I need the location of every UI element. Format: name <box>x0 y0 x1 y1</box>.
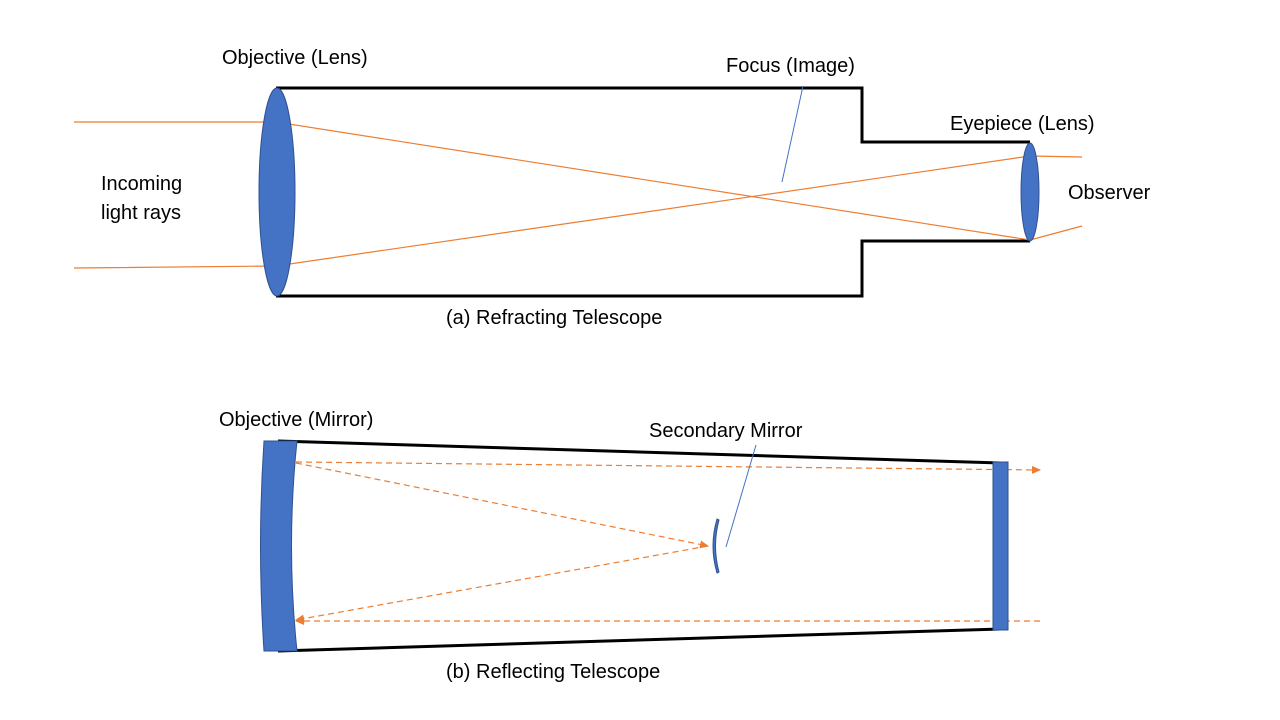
secondary-mirror-pointer-line <box>725 444 757 548</box>
reflecting-telescope-caption: (b) Reflecting Telescope <box>446 661 660 683</box>
objective-lens <box>258 87 296 297</box>
reflector-ray-from-secondary <box>295 545 709 623</box>
reflecting-telescope: Objective (Mirror) Secondary Mirror (b) … <box>219 409 1041 683</box>
refracting-telescope: Objective (Lens) Focus (Image) Eyepiece … <box>73 47 1151 329</box>
objective-mirror <box>260 440 298 652</box>
refractor-ray-lower <box>73 155 1083 269</box>
refractor-tube-outline <box>276 86 1030 298</box>
focus-image-label: Focus (Image) <box>726 55 855 77</box>
eyepiece-lens <box>1020 142 1040 242</box>
front-corrector-plate <box>992 461 1009 631</box>
refracting-telescope-caption: (a) Refracting Telescope <box>446 307 662 329</box>
reflector-ray-to-secondary <box>295 462 709 549</box>
reflector-tube-top <box>277 439 1002 465</box>
objective-lens-label: Objective (Lens) <box>222 47 368 69</box>
focus-pointer-line <box>781 85 804 183</box>
incoming-light-rays-label-line2: light rays <box>101 202 181 224</box>
secondary-mirror-label: Secondary Mirror <box>649 420 803 442</box>
reflector-tube-bottom <box>277 627 1002 653</box>
observer-label: Observer <box>1068 182 1151 204</box>
refractor-ray-upper <box>74 121 1083 241</box>
eyepiece-lens-label: Eyepiece (Lens) <box>950 113 1095 135</box>
reflector-ray-top-out <box>295 461 1041 474</box>
incoming-light-rays-label-line1: Incoming <box>101 173 182 195</box>
objective-mirror-label: Objective (Mirror) <box>219 409 373 431</box>
secondary-mirror <box>712 518 720 574</box>
